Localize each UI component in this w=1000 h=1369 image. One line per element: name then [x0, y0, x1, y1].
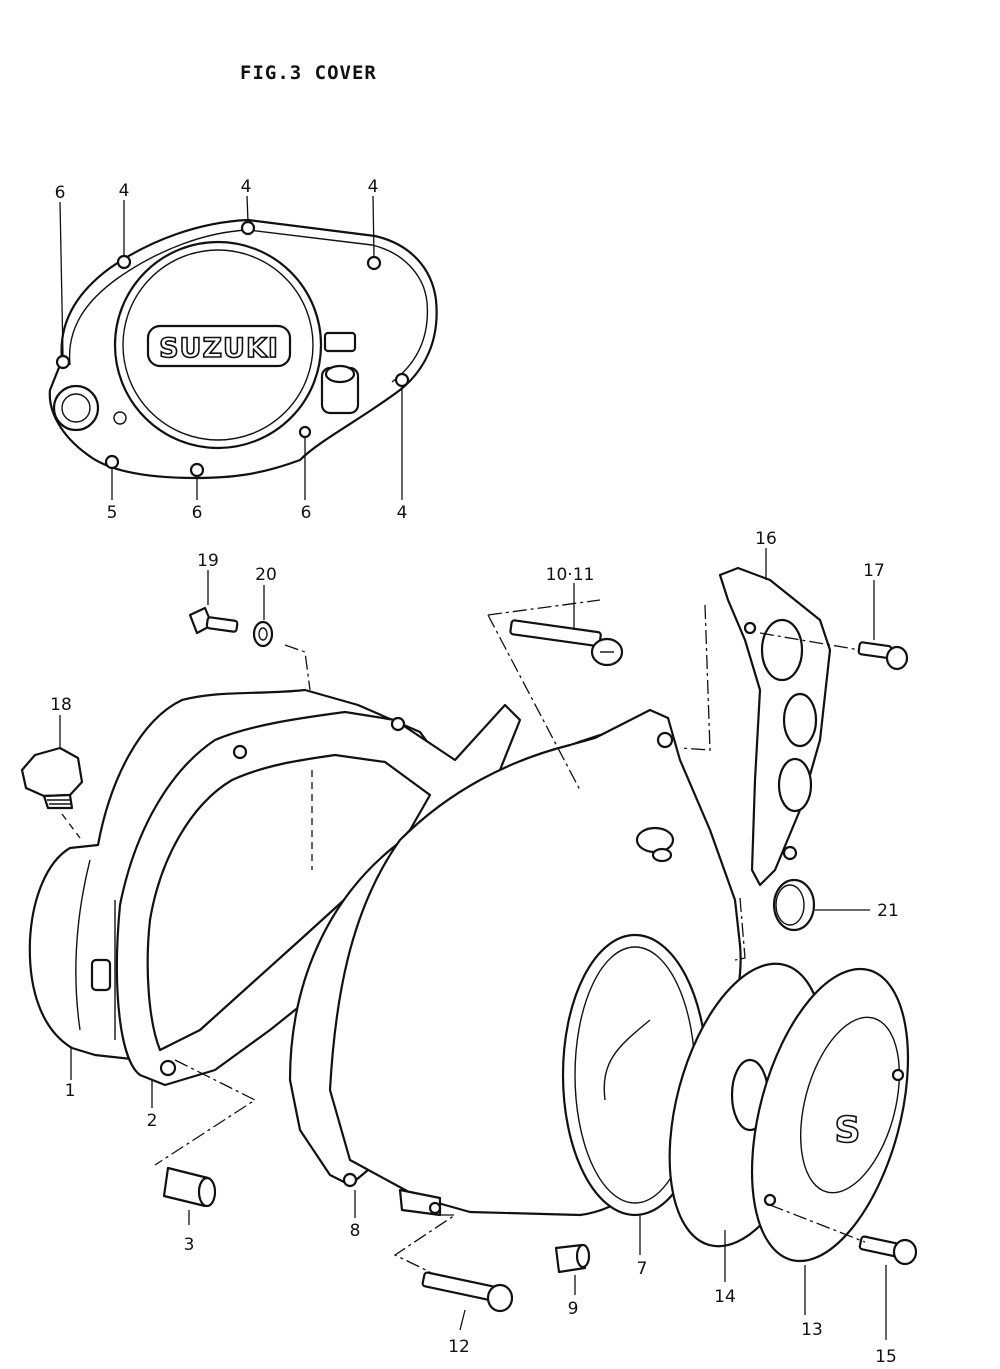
- brand-logo-text: SUZUKI: [159, 333, 279, 364]
- part-15-screw: [858, 1235, 918, 1266]
- callout-17: 17: [863, 561, 885, 581]
- callout-12: 12: [448, 1337, 470, 1357]
- part-3-dowel: [162, 1166, 217, 1208]
- callout-10-11: 10·11: [546, 565, 595, 585]
- cover-boss: [52, 384, 100, 432]
- callout-2: 2: [147, 1111, 158, 1131]
- callout-6b: 6: [192, 503, 203, 523]
- part-10-11-screw: [509, 619, 624, 667]
- callout-14: 14: [714, 1287, 736, 1307]
- callout-6a: 6: [55, 183, 66, 203]
- part-21-plug: [772, 878, 816, 932]
- assembled-cover-view: SUZUKI: [48, 195, 438, 500]
- callout-9: 9: [568, 1299, 579, 1319]
- part-19-bolt: [188, 606, 239, 635]
- callout-16: 16: [755, 529, 777, 549]
- part-12-screw: [421, 1271, 514, 1313]
- callout-labels: 6 4 4 4 5 6 6 4 19 20 10·11 16 17 18 21 …: [50, 177, 899, 1367]
- callout-6c: 6: [301, 503, 312, 523]
- part-20-washer: [252, 620, 274, 648]
- callout-19: 19: [197, 551, 219, 571]
- callout-4b: 4: [241, 177, 252, 197]
- part-13-cover-plate: [750, 967, 910, 1263]
- callout-20: 20: [255, 565, 277, 585]
- brand-plate: [146, 324, 292, 368]
- callout-7: 7: [637, 1259, 648, 1279]
- callout-4c: 4: [368, 177, 379, 197]
- callout-1: 1: [65, 1081, 76, 1101]
- callout-5: 5: [107, 503, 118, 523]
- part-9-dowel: [554, 1243, 591, 1274]
- callout-4d: 4: [397, 503, 408, 523]
- callout-8: 8: [350, 1221, 361, 1241]
- callout-4a: 4: [119, 181, 130, 201]
- callout-21: 21: [877, 901, 899, 921]
- callout-18: 18: [50, 695, 72, 715]
- callout-15: 15: [875, 1347, 897, 1367]
- part-17-screw: [857, 641, 909, 671]
- exploded-view: S: [20, 548, 918, 1340]
- part-18-oil-plug: [20, 746, 84, 810]
- figure-title: FIG.3 COVER: [240, 62, 377, 84]
- callout-3: 3: [184, 1235, 195, 1255]
- emblem-s: S: [835, 1110, 862, 1151]
- callout-13: 13: [801, 1320, 823, 1340]
